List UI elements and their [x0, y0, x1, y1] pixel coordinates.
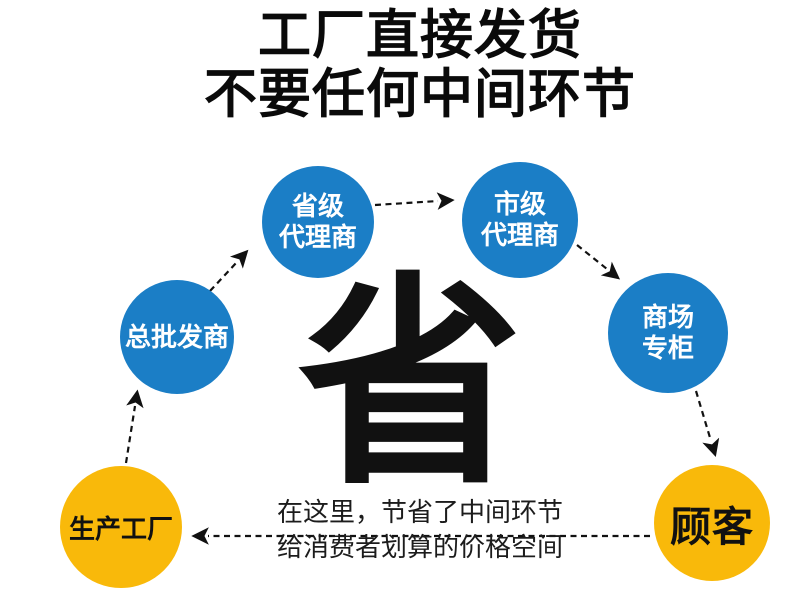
node-customer-label: 顾客 — [670, 504, 754, 550]
node-provincial-agent: 省级 代理商 — [262, 166, 374, 278]
arrow-factory-to-wholesaler — [124, 389, 144, 464]
node-mall-counter-line-1: 商场 — [641, 302, 694, 333]
node-mall-counter-line-2: 专柜 — [641, 333, 694, 363]
node-factory-label: 生产工厂 — [68, 513, 173, 544]
node-mall-counter: 商场 专柜 — [608, 273, 728, 393]
node-city-agent-line-2: 代理商 — [480, 220, 559, 250]
node-factory: 生产工厂 — [60, 466, 182, 588]
arrow-mall-to-customer — [694, 390, 720, 458]
arrow-wholesaler-to-provincial — [209, 249, 249, 292]
arrow-provincial-to-city — [374, 192, 455, 210]
savings-caption-line-1: 在这里，节省了中间环节 — [276, 498, 563, 527]
savings-caption-line-2: 给消费者划算的价格空间 — [276, 533, 563, 563]
node-wholesaler-label: 总批发商 — [124, 321, 229, 352]
node-wholesaler: 总批发商 — [120, 280, 234, 394]
node-provincial-agent-line-2: 代理商 — [278, 222, 357, 252]
title-line-2: 不要任何中间环节 — [204, 65, 636, 125]
save-character: 省 — [297, 258, 523, 510]
title-line-1: 工厂直接发货 — [258, 6, 582, 65]
node-city-agent-line-1: 市级 — [493, 189, 546, 220]
node-customer: 顾客 — [654, 465, 770, 581]
node-city-agent: 市级 代理商 — [462, 162, 578, 278]
page-title: 工厂直接发货 不要任何中间环节 — [25, 6, 790, 125]
arrow-city-to-mall — [576, 244, 621, 280]
node-provincial-agent-line-1: 省级 — [291, 191, 344, 222]
savings-caption: 在这里，节省了中间环节 给消费者划算的价格空间 — [230, 495, 610, 566]
